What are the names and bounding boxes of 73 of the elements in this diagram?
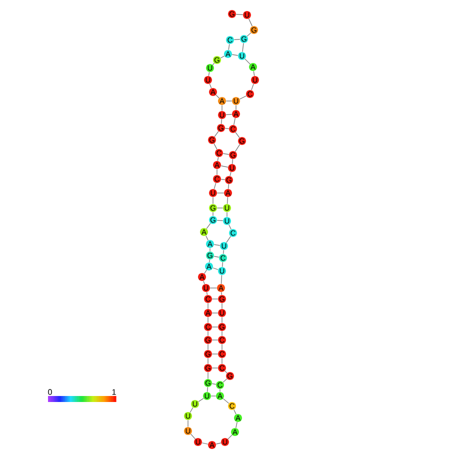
connector-line: [214, 256, 220, 258]
connector-line: [234, 144, 240, 152]
connector-line: [212, 326, 218, 328]
connector-line: [236, 14, 244, 16]
connector-line: [234, 118, 236, 126]
connector-line: [226, 236, 231, 243]
connector-line: [216, 168, 218, 176]
connector-line: [209, 84, 212, 88]
connector-line: [234, 409, 236, 415]
connector-line: [198, 398, 204, 402]
connector-line: [221, 118, 222, 124]
connector-line: [214, 182, 216, 190]
connector-line: [236, 422, 238, 428]
connector-line: [214, 143, 218, 150]
connector-line: [212, 268, 218, 270]
connector-line: [222, 398, 230, 404]
connector-line: [212, 196, 214, 204]
connector-line: [202, 442, 208, 444]
connector-line: [209, 259, 210, 263]
connector-line: [204, 270, 207, 274]
connector-line: [212, 312, 218, 314]
connector-line: [235, 132, 240, 138]
connector-line: [212, 212, 214, 216]
connector-line: [216, 94, 220, 98]
connector-line: [232, 158, 233, 164]
connector-line: [212, 62, 215, 66]
connector-line: [244, 58, 250, 64]
connector-line: [203, 280, 205, 284]
connector-line: [206, 235, 208, 241]
connector-line: [226, 196, 228, 204]
connector-line: [206, 292, 208, 296]
connector-line: [216, 220, 224, 221]
connector-line: [220, 274, 222, 284]
connector-line: [220, 179, 226, 180]
connector-line: [208, 72, 210, 76]
connector-line: [226, 212, 228, 218]
connector-line: [251, 84, 254, 90]
connector-line: [226, 100, 232, 102]
connector-line: [228, 44, 230, 50]
connector-line: [248, 18, 253, 26]
connector-line: [190, 434, 196, 440]
connector-line: [242, 42, 244, 52]
connector-line: [214, 131, 219, 137]
connector-line: [206, 223, 211, 229]
connector-line: [232, 54, 238, 56]
connector-line: [222, 153, 230, 155]
connector-line: [190, 407, 194, 413]
connector-line: [221, 292, 222, 296]
connector-line: [230, 172, 232, 176]
connector-line: [228, 184, 229, 190]
connector-line: [228, 224, 232, 230]
connector-line: [223, 250, 224, 254]
connector-line: [224, 128, 230, 129]
connector-line: [222, 262, 223, 268]
connector-line: [214, 244, 220, 246]
connector-line: [212, 298, 218, 300]
connector-line: [234, 39, 240, 40]
connector-line: [220, 56, 225, 58]
connector-line: [228, 434, 232, 440]
scale-label: 1: [112, 389, 116, 395]
connector-line: [216, 192, 224, 194]
connector-line: [217, 156, 219, 162]
connector-line: [207, 386, 208, 392]
scale-label: 0: [48, 389, 52, 395]
connector-line: [224, 370, 228, 374]
connector-line: [212, 383, 216, 385]
connector-line: [220, 166, 228, 168]
connector-line: [226, 114, 232, 115]
connector-line: [222, 378, 228, 382]
connector-line: [239, 96, 247, 100]
connector-line: [246, 32, 252, 36]
connector-line: [253, 70, 255, 76]
connector-line: [216, 442, 222, 444]
